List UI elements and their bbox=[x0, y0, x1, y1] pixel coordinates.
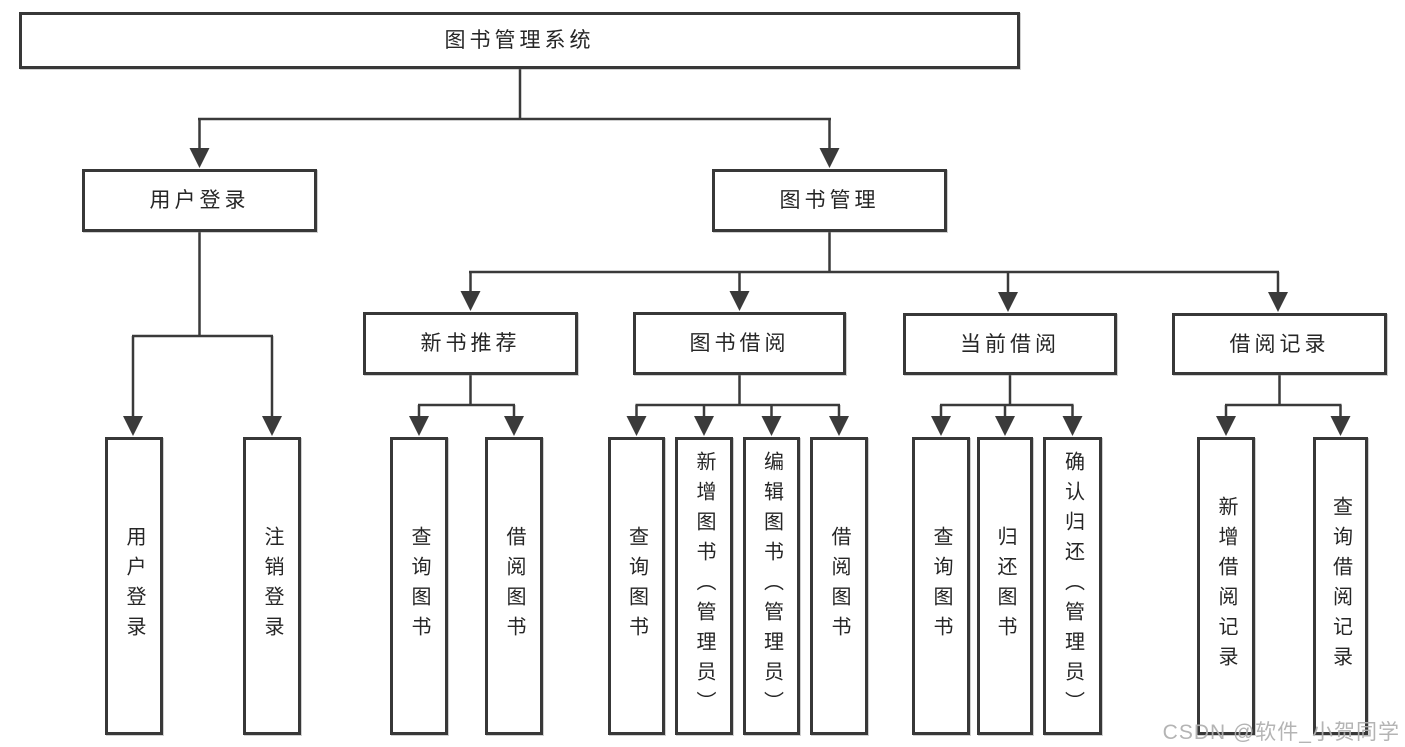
node-root: 图书管理系统 bbox=[19, 12, 1020, 69]
leaf-return-book: 归还图书 bbox=[977, 437, 1033, 735]
node-book-management: 图书管理 bbox=[712, 169, 947, 232]
leaf-current-query-book: 查询图书 bbox=[912, 437, 970, 735]
csdn-watermark: CSDN @软件_小贺同学 bbox=[1162, 721, 1400, 744]
leaf-add-borrow-record: 新增借阅记录 bbox=[1197, 437, 1255, 735]
leaf-confirm-return-admin: 确认归还（管理员） bbox=[1043, 437, 1102, 735]
leaf-borrow-book: 借阅图书 bbox=[810, 437, 868, 735]
leaf-edit-book-admin: 编辑图书（管理员） bbox=[743, 437, 800, 735]
node-borrowing-records: 借阅记录 bbox=[1172, 313, 1387, 375]
leaf-borrow-query-book: 查询图书 bbox=[608, 437, 665, 735]
node-new-book-recommendation: 新书推荐 bbox=[363, 312, 578, 375]
node-user-login: 用户登录 bbox=[82, 169, 317, 232]
leaf-logout: 注销登录 bbox=[243, 437, 301, 735]
leaf-query-borrow-record: 查询借阅记录 bbox=[1313, 437, 1368, 735]
leaf-add-book-admin: 新增图书（管理员） bbox=[675, 437, 733, 735]
leaf-user-login: 用户登录 bbox=[105, 437, 163, 735]
node-book-borrowing: 图书借阅 bbox=[633, 312, 846, 375]
node-current-borrowing: 当前借阅 bbox=[903, 313, 1117, 375]
leaf-rec-query-book: 查询图书 bbox=[390, 437, 448, 735]
leaf-rec-borrow-book: 借阅图书 bbox=[485, 437, 543, 735]
